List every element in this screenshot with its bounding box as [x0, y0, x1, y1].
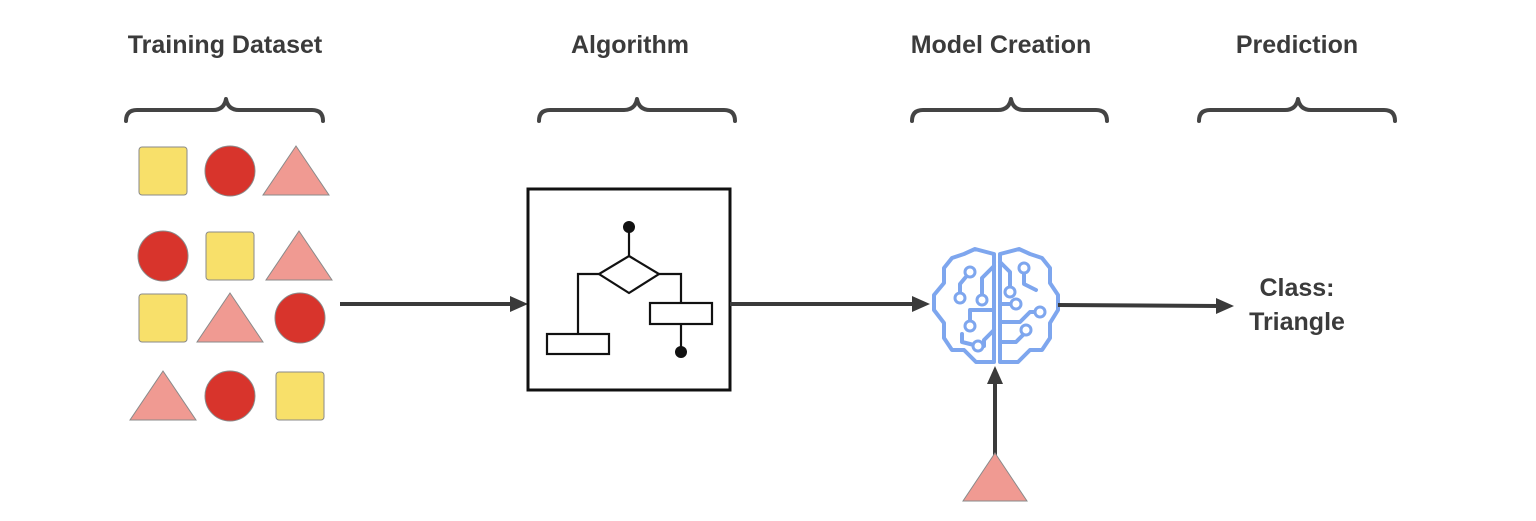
dataset-square: [205, 231, 255, 281]
arrow-algorithm-to-model: [730, 296, 930, 312]
prediction-result: Class: Triangle: [1249, 274, 1345, 336]
dataset-triangle: [129, 370, 197, 421]
dataset-square: [138, 293, 188, 343]
dataset-circle: [204, 370, 256, 422]
prediction-result-line2: Triangle: [1249, 308, 1345, 336]
training-dataset-heading: Training Dataset: [128, 31, 323, 59]
prediction-heading: Prediction: [1236, 31, 1358, 59]
algorithm-heading: Algorithm: [571, 31, 689, 59]
brain-circuit-icon: [932, 247, 1060, 364]
dataset-triangle: [196, 292, 264, 343]
training-dataset-brace: [124, 97, 325, 123]
arrow-dataset-to-algorithm: [340, 296, 528, 312]
dataset-square: [275, 371, 325, 421]
dataset-triangle: [265, 230, 333, 281]
model-creation-brace: [910, 97, 1109, 123]
dataset-triangle: [262, 145, 330, 196]
input-sample-triangle: [962, 452, 1028, 502]
algorithm-box: [526, 187, 732, 392]
model-creation-heading: Model Creation: [911, 31, 1092, 59]
algorithm-brace: [537, 97, 737, 123]
arrow-input-to-model: [987, 366, 1003, 458]
prediction-result-line1: Class:: [1259, 274, 1334, 302]
prediction-brace: [1197, 97, 1397, 123]
dataset-circle: [137, 230, 189, 282]
dataset-circle: [204, 145, 256, 197]
flowchart-icon: [545, 221, 714, 358]
training-dataset-shapes: [129, 145, 333, 422]
dataset-circle: [274, 292, 326, 344]
arrow-model-to-prediction: [1057, 298, 1234, 314]
dataset-square: [138, 146, 188, 196]
